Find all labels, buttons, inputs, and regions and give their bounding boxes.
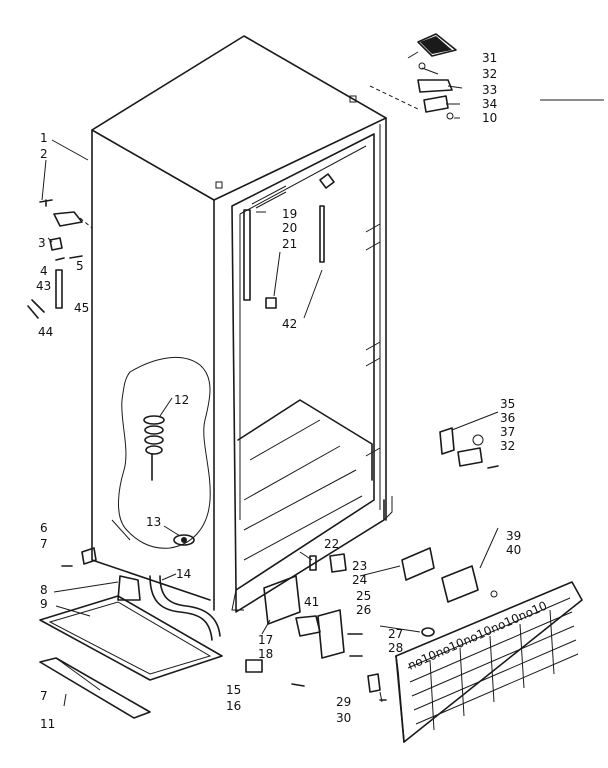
callout-7-lower: 7 <box>40 689 48 703</box>
relay-bracket-parts <box>309 547 435 659</box>
interior-hardware <box>243 173 335 309</box>
callout-21: 21 <box>282 237 297 251</box>
callout-20: 20 <box>282 221 297 235</box>
callout-16: 16 <box>226 699 241 713</box>
callout-31: 31 <box>482 51 497 65</box>
callout-11: 11 <box>40 717 55 731</box>
callout-25: 25 <box>356 589 371 603</box>
callout-23: 23 <box>352 559 367 573</box>
callout-2: 2 <box>40 147 48 161</box>
leader-lines <box>41 51 604 707</box>
callout-40: 40 <box>506 543 521 557</box>
callout-7-upper: 7 <box>40 537 48 551</box>
callout-35: 35 <box>500 397 515 411</box>
callout-15: 15 <box>226 683 241 697</box>
callout-34: 34 <box>482 97 497 111</box>
callout-22: 22 <box>324 537 339 551</box>
drain-tube <box>149 575 221 641</box>
callout-10: 10 <box>482 111 497 125</box>
defrost-heater <box>143 415 165 481</box>
callout-14: 14 <box>176 567 191 581</box>
callout-36: 36 <box>500 411 515 425</box>
left-hinge-parts <box>27 199 93 319</box>
toe-brace <box>39 657 151 719</box>
callout-5: 5 <box>76 259 84 273</box>
callout-29: 29 <box>336 695 351 709</box>
callout-41: 41 <box>304 595 319 609</box>
callout-43: 43 <box>36 279 51 293</box>
callout-28: 28 <box>388 641 403 655</box>
callout-32-lower: 32 <box>500 439 515 453</box>
drain-pan-assembly <box>39 547 223 681</box>
callout-17: 17 <box>258 633 273 647</box>
drain-cup <box>173 534 195 546</box>
top-hinge-assembly <box>369 33 457 120</box>
callout-6: 6 <box>40 521 48 535</box>
callout-19: 19 <box>282 207 297 221</box>
callout-13: 13 <box>146 515 161 529</box>
callout-44: 44 <box>38 325 53 339</box>
cover-plate <box>441 565 498 603</box>
callout-3: 3 <box>38 236 46 250</box>
callout-9: 9 <box>40 597 48 611</box>
callout-18: 18 <box>258 647 273 661</box>
cabinet <box>91 35 393 613</box>
callout-12: 12 <box>174 393 189 407</box>
callout-37: 37 <box>500 425 515 439</box>
callout-labels: 1 2 3 4 43 5 44 45 31 32 33 34 10 19 20 … <box>36 51 521 731</box>
callout-8: 8 <box>40 583 48 597</box>
callout-30: 30 <box>336 711 351 725</box>
base-grille: no10no10no10no10no10 <box>395 581 583 743</box>
callout-39: 39 <box>506 529 521 543</box>
callout-32-top: 32 <box>482 67 497 81</box>
callout-33: 33 <box>482 83 497 97</box>
grille-clip <box>367 673 387 701</box>
compressor-mount <box>245 575 321 687</box>
callout-1: 1 <box>40 131 48 145</box>
lower-hinge-assembly <box>439 427 499 469</box>
callout-26: 26 <box>356 603 371 617</box>
callout-45: 45 <box>74 301 89 315</box>
callout-42: 42 <box>282 317 297 331</box>
callout-27: 27 <box>388 627 403 641</box>
callout-24: 24 <box>352 573 367 587</box>
callout-4: 4 <box>40 264 48 278</box>
